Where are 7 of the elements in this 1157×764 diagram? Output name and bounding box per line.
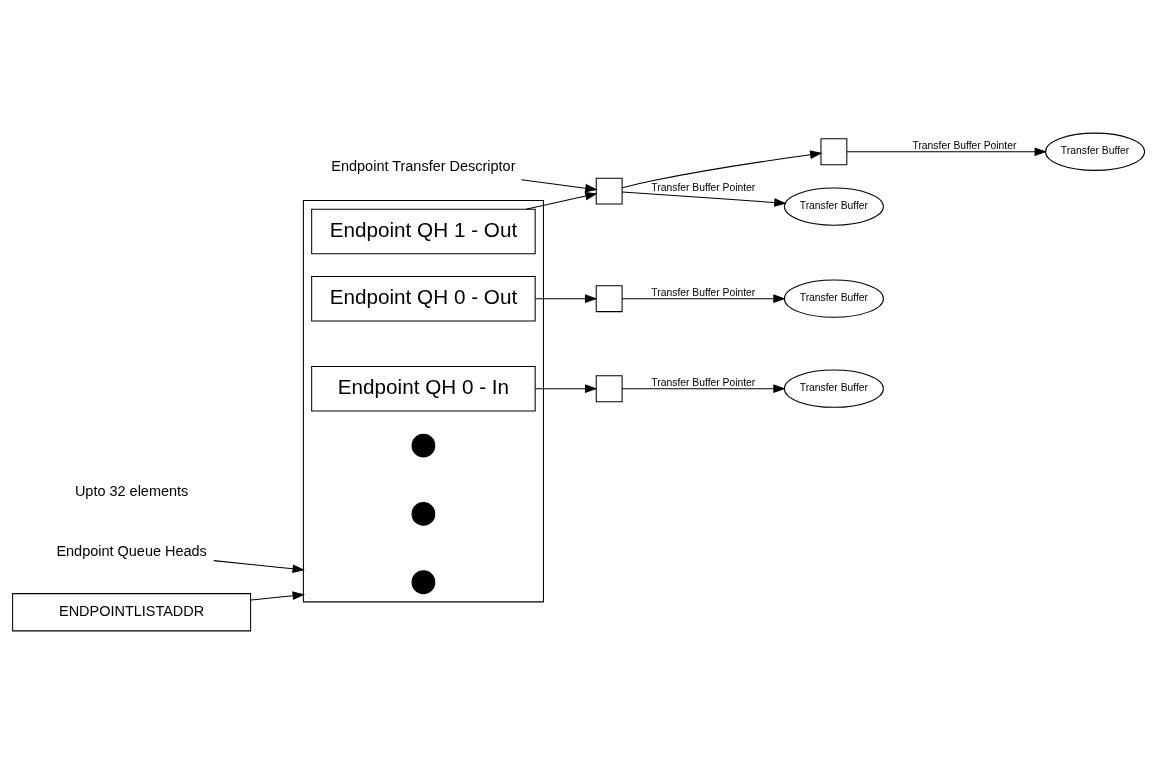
edge-label: Transfer Buffer Pointer xyxy=(651,286,756,298)
edge-label: Transfer Buffer Pointer xyxy=(651,376,756,388)
label: Upto 32 elements xyxy=(74,483,189,500)
edge-label: Transfer Buffer Pointer xyxy=(912,139,1017,151)
node-text: Endpoint Transfer Descriptor xyxy=(331,158,516,175)
edge-label: Transfer Buffer Pointer xyxy=(651,182,756,194)
node-text: Endpoint Queue Heads xyxy=(56,543,207,560)
